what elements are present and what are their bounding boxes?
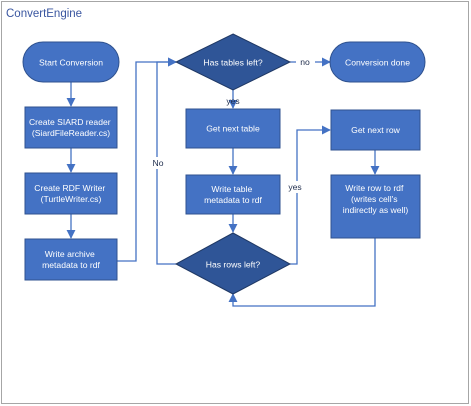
node-label-line: indirectly as well)	[343, 205, 409, 215]
node-label-line: (SiardFileReader.cs)	[32, 128, 110, 138]
edge-archive-metadata-to-has-tables	[117, 57, 177, 262]
node-label-line: (writes cell's	[351, 194, 398, 204]
node-label: Write table metadata to rdf	[204, 184, 262, 205]
node-label-line: Write table	[211, 184, 252, 194]
process-shape	[24, 238, 118, 281]
edge-has-rows-to-next-row	[290, 125, 331, 265]
node-label: Has rows left?	[206, 260, 261, 270]
node-label: Create RDF Writer (TurtleWriter.cs)	[34, 183, 107, 204]
edge-write-row-to-has-rows	[228, 238, 376, 307]
node-write-row: Write row to rdf (writes cell's indirect…	[330, 174, 421, 239]
terminator-shape	[22, 41, 120, 83]
node-label: Has tables left?	[203, 58, 262, 68]
process-shape	[185, 108, 281, 149]
node-label: Write archive metadata to rdf	[42, 249, 100, 270]
node-label: Get next row	[351, 125, 401, 135]
node-label-line: Write archive	[45, 249, 95, 259]
edge-label-bg-rows-yes	[285, 181, 305, 193]
terminator-shape	[329, 41, 426, 83]
container-title: ConvertEngine	[6, 8, 82, 20]
node-next-table: Get next table	[185, 108, 281, 149]
node-rdf-writer: Create RDF Writer (TurtleWriter.cs)	[24, 172, 118, 215]
edge-label-tables-no: no	[300, 57, 310, 67]
node-label: Start Conversion	[39, 58, 103, 68]
node-archive-metadata: Write archive metadata to rdf	[24, 238, 118, 281]
node-label: Conversion done	[345, 58, 410, 68]
node-label-line: Write row to rdf	[345, 183, 404, 193]
edge-label-rows-yes: yes	[288, 182, 301, 192]
node-has-tables: Has tables left?	[174, 33, 292, 91]
decision-shape	[174, 232, 292, 295]
edge-label-rows-no: No	[153, 158, 164, 168]
edge-label-tables-yes: yes	[226, 96, 239, 106]
node-done: Conversion done	[329, 41, 426, 83]
node-label-line: metadata to rdf	[42, 260, 100, 270]
node-label-line: Has tables left?	[203, 58, 262, 68]
process-shape	[24, 106, 118, 149]
node-label: Create SIARD reader (SiardFileReader.cs)	[29, 117, 113, 138]
process-shape	[185, 174, 281, 215]
process-shape	[330, 109, 421, 151]
node-has-rows: Has rows left?	[174, 232, 292, 295]
node-label-line: Get next row	[351, 125, 401, 135]
node-siard-reader: Create SIARD reader (SiardFileReader.cs)	[24, 106, 118, 149]
node-table-metadata: Write table metadata to rdf	[185, 174, 281, 215]
node-label-line: Start Conversion	[39, 58, 103, 68]
node-label-line: metadata to rdf	[204, 195, 262, 205]
process-shape	[330, 174, 421, 239]
node-label-line: Create SIARD reader	[29, 117, 111, 127]
process-shape	[24, 172, 118, 215]
node-start: Start Conversion	[22, 41, 120, 83]
edge-label-bg-tables-no	[296, 56, 315, 68]
node-label: Get next table	[206, 124, 260, 134]
node-label-line: Conversion done	[345, 58, 410, 68]
node-label-line: Create RDF Writer	[34, 183, 105, 193]
node-label-line: (TurtleWriter.cs)	[41, 194, 102, 204]
node-label: Write row to rdf (writes cell's indirect…	[343, 183, 409, 215]
decision-shape	[174, 33, 292, 91]
node-label-line: Get next table	[206, 124, 260, 134]
edge-label-bg-rows-no	[150, 157, 166, 169]
node-next-row: Get next row	[330, 109, 421, 151]
node-label-line: Has rows left?	[206, 260, 261, 270]
